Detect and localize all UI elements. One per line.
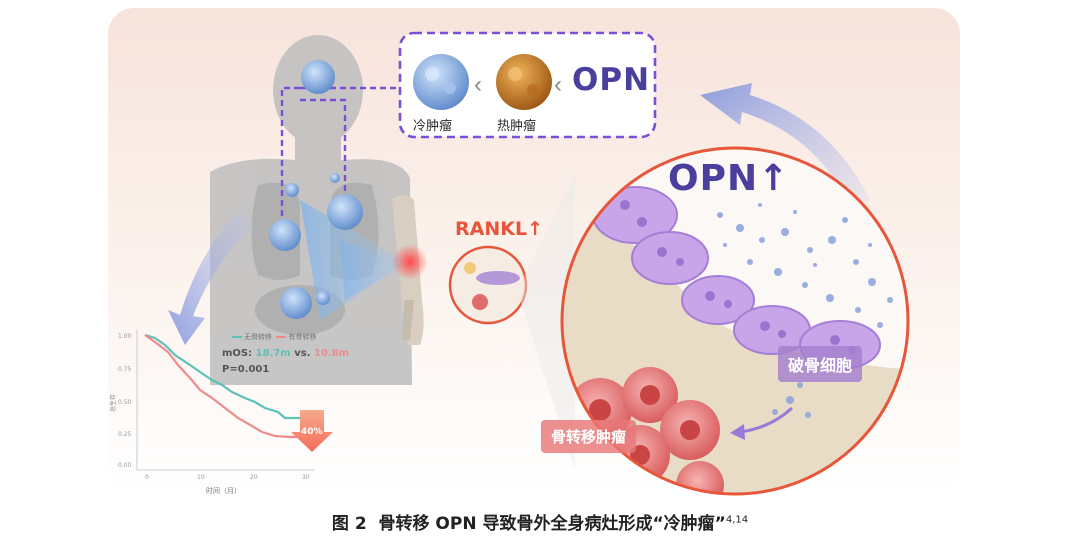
signal-rays <box>300 200 408 320</box>
drop-arrow-icon <box>291 410 333 452</box>
bone-metastasis-label: 骨转移肿瘤 <box>541 420 637 453</box>
zoom-cone <box>520 175 575 470</box>
legend-swatch-no-mets <box>232 336 242 338</box>
legend-swatch-mets <box>276 336 287 338</box>
drop-label: 40% <box>301 427 323 437</box>
bone-metastasis-glow <box>392 244 428 280</box>
less-than-icon-2: ‹ <box>554 71 562 98</box>
osteoclast-label: 破骨细胞 <box>778 346 863 382</box>
x-tick: 30 <box>302 474 310 481</box>
figure-caption: 图 2 骨转移 OPN 导致骨外全身病灶形成“冷肿瘤”4,14 <box>0 509 1080 534</box>
km-x-axis-label: 时间（月） <box>206 487 241 495</box>
legend-mets: 有骨转移 <box>288 333 317 341</box>
opn-up-label: OPN↑ <box>668 158 790 199</box>
x-tick: 10 <box>197 474 205 481</box>
mos-vs: vs. <box>294 348 311 359</box>
cold-tumor-label: 冷肿瘤 <box>413 119 453 134</box>
figure-number: 图 2 <box>331 514 367 534</box>
hot-tumor-label: 热肿瘤 <box>497 119 537 134</box>
y-tick: 0.00 <box>118 462 132 469</box>
x-tick: 0 <box>145 474 149 481</box>
caption-refs: 4,14 <box>725 514 749 526</box>
km-curve-mets <box>144 334 300 439</box>
opn-flow-arrowhead <box>730 424 745 440</box>
y-tick: 0.75 <box>118 366 132 373</box>
opn-flow-arrow <box>739 406 794 434</box>
osteoclast-nuclei <box>620 200 856 354</box>
km-legend: 无骨转移 有骨转移 <box>232 332 316 342</box>
y-tick: 0.25 <box>118 431 132 438</box>
y-tick: 1.00 <box>118 333 132 340</box>
km-plot <box>136 330 315 471</box>
km-curve-no-mets <box>144 333 300 420</box>
rankl-label: RANKL↑ <box>455 218 543 240</box>
dashed-connectors <box>280 86 400 228</box>
km-mos-text: mOS: 18.7m vs. 10.8m <box>222 348 349 359</box>
opn-particles <box>717 203 893 418</box>
hot-tumor-icon <box>496 54 552 110</box>
km-p-value: P=0.001 <box>222 364 270 375</box>
cold-tumor-icon <box>413 54 469 110</box>
mos-prefix: mOS: <box>222 348 253 359</box>
y-tick: 0.50 <box>118 399 132 406</box>
legend-no-mets: 无骨转移 <box>244 333 272 341</box>
mos-mets: 10.8m <box>313 348 350 359</box>
lung-tumors <box>269 173 363 319</box>
km-y-axis-label: 总生存 <box>110 393 117 412</box>
brain-tumor <box>301 60 335 94</box>
left-curved-arrow <box>168 210 255 345</box>
caption-text: 骨转移 OPN 导致骨外全身病灶形成“冷肿瘤” <box>378 514 726 534</box>
bone-microenvironment-circle <box>448 245 528 325</box>
mos-no-mets: 18.7m <box>255 348 291 359</box>
x-tick: 20 <box>250 474 258 481</box>
less-than-icon-1: ‹ <box>474 71 482 98</box>
opn-label: OPN <box>572 62 651 98</box>
